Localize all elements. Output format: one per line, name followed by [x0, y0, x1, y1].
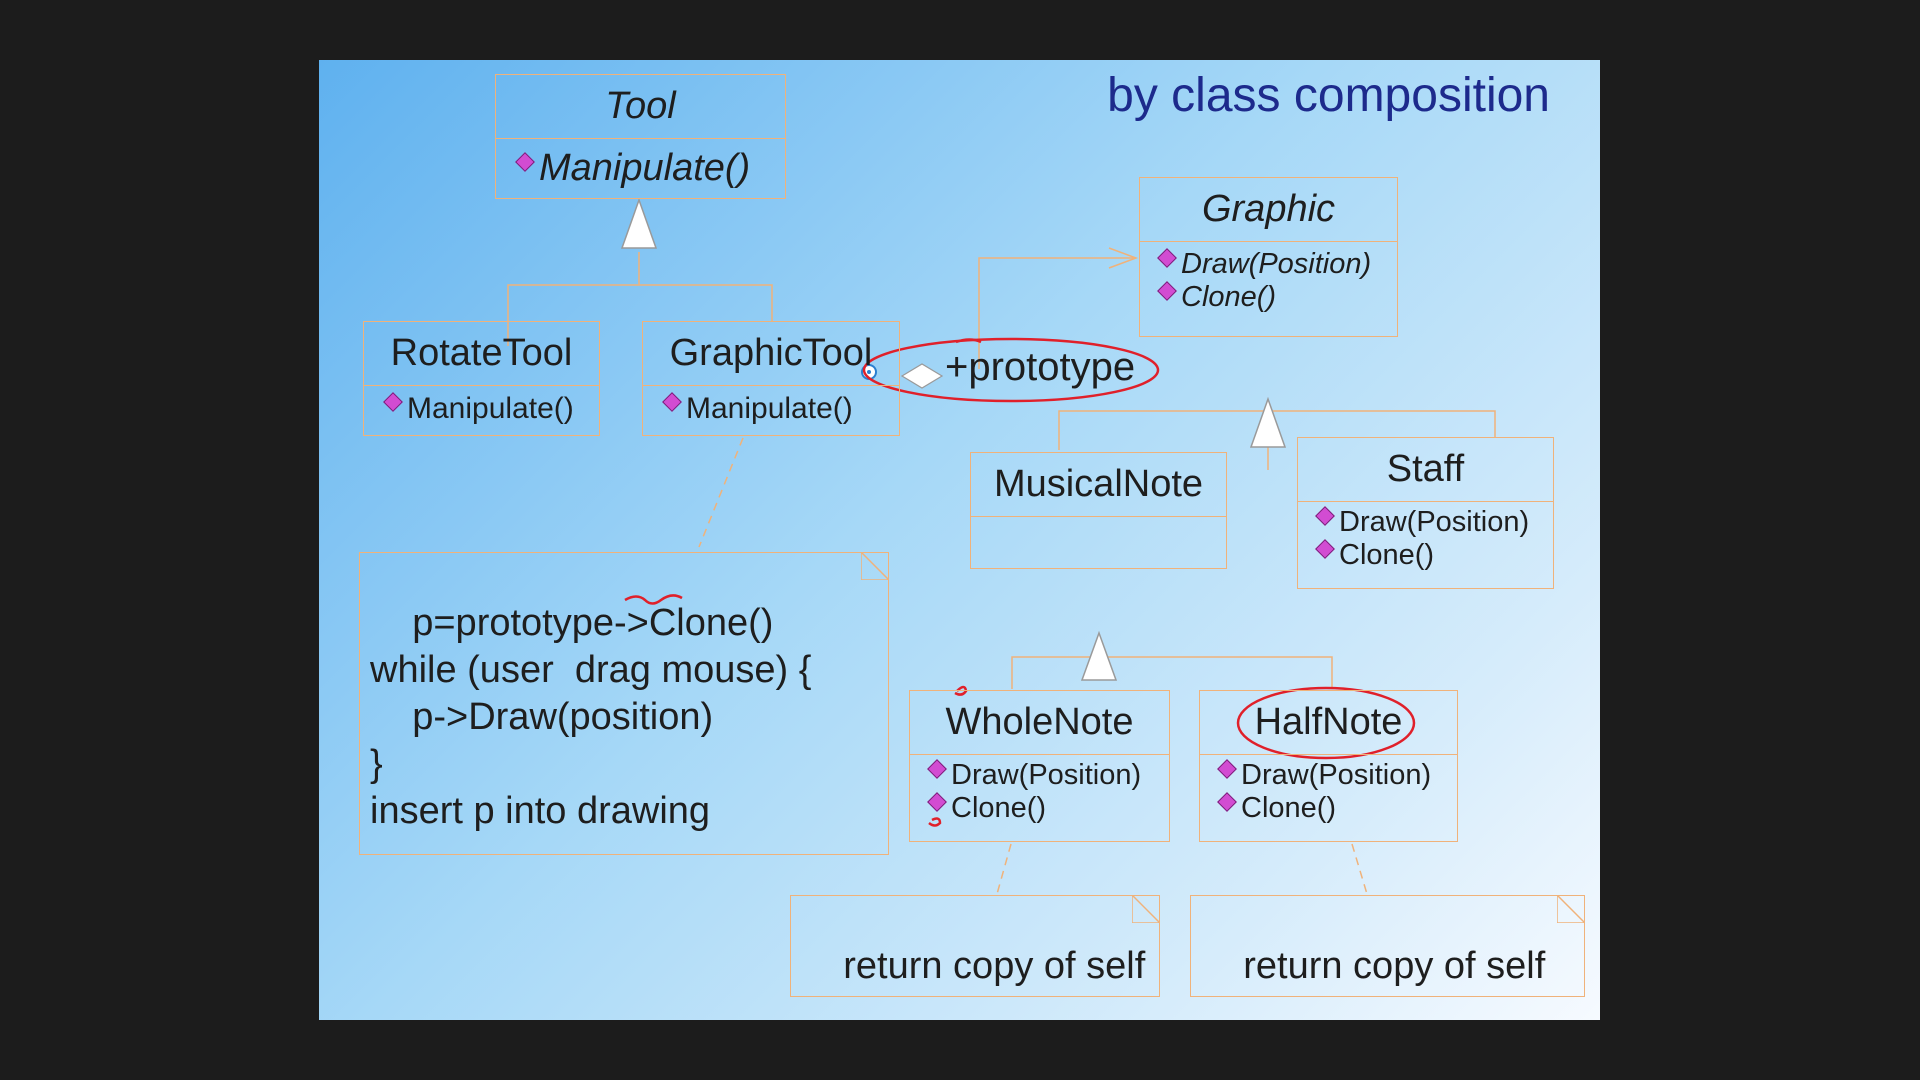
wholenote-operation-draw: Draw(Position) — [910, 755, 1169, 792]
wholenote-operation-clone: Clone() — [910, 791, 1169, 825]
graphic-class: Graphic Draw(Position) Clone() — [1139, 177, 1398, 337]
musicalnote-class-name: MusicalNote — [971, 453, 1226, 517]
wholenote-operation-draw-label: Draw(Position) — [951, 759, 1142, 791]
wholenote-class-name: WholeNote — [910, 691, 1169, 755]
operation-icon — [662, 392, 682, 412]
aggregation-diamond — [900, 363, 944, 389]
graphic-generalization-arrow — [1249, 396, 1287, 448]
operation-icon — [927, 791, 947, 812]
operation-icon — [515, 151, 535, 172]
graphic-operation-draw: Draw(Position) — [1140, 242, 1397, 281]
prototype-circle-annotation — [862, 337, 1160, 403]
operation-icon — [927, 758, 947, 779]
operation-icon — [1157, 280, 1177, 301]
note-link-wholenote — [996, 843, 1012, 895]
staff-operation-draw: Draw(Position) — [1298, 502, 1553, 539]
halfnote-class: HalfNote Draw(Position) Clone() — [1199, 690, 1458, 842]
graphictool-class-name: GraphicTool — [643, 322, 899, 386]
rotatetool-class-name: RotateTool — [364, 322, 599, 386]
tool-class: Tool Manipulate() — [495, 74, 786, 199]
operation-icon — [1157, 247, 1177, 268]
clone-underline-annotation — [624, 594, 683, 605]
association-arrowhead — [1108, 247, 1139, 269]
rotatetool-operation: Manipulate() — [364, 386, 599, 426]
note-fold-corner — [1132, 895, 1160, 923]
operation-icon — [1315, 538, 1335, 559]
halfnote-operation-draw-label: Draw(Position) — [1241, 759, 1432, 791]
graphic-class-name: Graphic — [1140, 178, 1397, 242]
graphic-operation-clone: Clone() — [1140, 280, 1397, 314]
graphic-operation-draw-label: Draw(Position) — [1181, 248, 1372, 280]
wholenote-mark-annotation — [954, 685, 968, 696]
operation-icon — [1217, 791, 1237, 812]
wholenote-class: WholeNote Draw(Position) Clone() — [909, 690, 1170, 842]
slide: by class composition Tool Manipulate() R… — [319, 60, 1600, 1020]
operation-icon — [383, 392, 403, 412]
clone-mark-annotation — [928, 817, 942, 827]
halfnote-operation-draw: Draw(Position) — [1200, 755, 1457, 792]
tool-class-name: Tool — [496, 75, 785, 139]
operation-icon — [1217, 758, 1237, 779]
staff-operation-draw-label: Draw(Position) — [1339, 506, 1530, 538]
operation-icon — [1315, 505, 1335, 526]
graphic-inheritance-branches — [1058, 410, 1496, 450]
halfnote-operation-clone-label: Clone() — [1241, 792, 1337, 824]
diagram-connectors — [507, 197, 1496, 895]
prototype-tick-annotation — [955, 338, 982, 344]
halfnote-class-name: HalfNote — [1200, 691, 1457, 755]
halfnote-circle-annotation — [1236, 686, 1416, 760]
wholenote-note-text: return copy of self — [843, 945, 1146, 987]
graphic-operation-clone-label: Clone() — [1181, 281, 1277, 313]
rotatetool-operation-label: Manipulate() — [407, 392, 574, 425]
staff-class: Staff Draw(Position) Clone() — [1297, 437, 1554, 589]
graphictool-operation: Manipulate() — [643, 386, 899, 426]
hand-annotations — [624, 337, 1416, 827]
staff-class-name: Staff — [1298, 438, 1553, 502]
tool-generalization-arrow — [620, 197, 658, 249]
musicalnote-generalization-arrow — [1080, 630, 1118, 681]
note-link-halfnote — [1351, 843, 1368, 895]
halfnote-operation-clone: Clone() — [1200, 791, 1457, 825]
rotatetool-class: RotateTool Manipulate() — [363, 321, 600, 436]
halfnote-note: return copy of self — [1190, 895, 1585, 997]
musicalnote-inheritance-branches — [1011, 656, 1333, 689]
wholenote-operation-clone-label: Clone() — [951, 792, 1047, 824]
prototype-association-line — [978, 257, 1136, 369]
prototype-role-label: +prototype — [945, 345, 1136, 389]
musicalnote-class: MusicalNote — [970, 452, 1227, 569]
staff-operation-clone-label: Clone() — [1339, 539, 1435, 571]
staff-operation-clone: Clone() — [1298, 538, 1553, 572]
graphictool-operation-label: Manipulate() — [686, 392, 853, 425]
graphictool-class: GraphicTool Manipulate() — [642, 321, 900, 436]
tool-inheritance-branches — [507, 284, 773, 346]
wholenote-note: return copy of self — [790, 895, 1160, 997]
tool-operation-label: Manipulate() — [539, 147, 751, 189]
note-link-graphictool — [698, 437, 744, 548]
note-fold-corner — [861, 552, 889, 580]
tool-operation: Manipulate() — [496, 139, 785, 190]
note-fold-corner — [1557, 895, 1585, 923]
graphictool-note: p=prototype->Clone() while (user drag mo… — [359, 552, 889, 855]
halfnote-note-text: return copy of self — [1243, 945, 1546, 987]
slide-title: by class composition — [1107, 69, 1550, 122]
graphictool-note-text: p=prototype->Clone() while (user drag mo… — [370, 602, 812, 832]
